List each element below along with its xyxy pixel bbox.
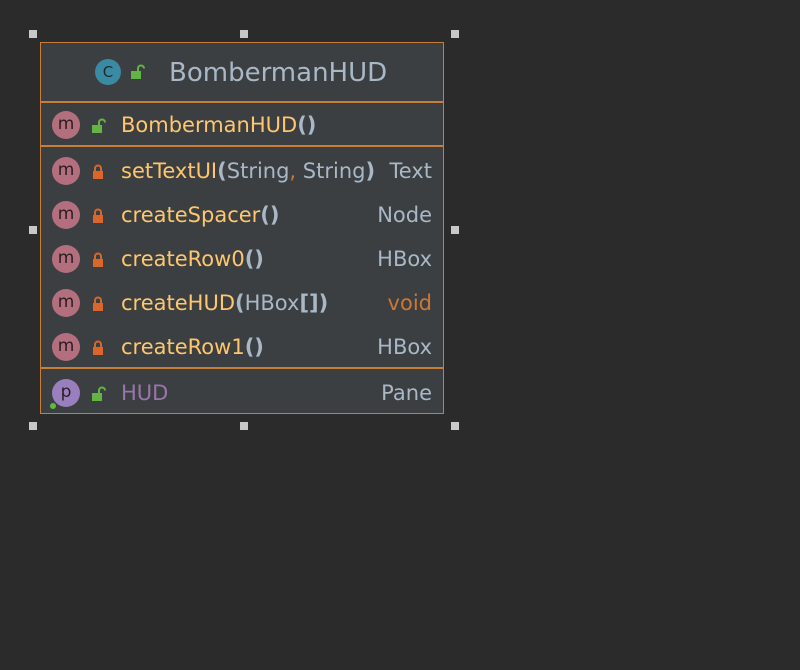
method-name: createSpacer <box>121 203 261 227</box>
static-marker-icon <box>50 403 56 409</box>
close-paren: ) <box>365 159 376 183</box>
method-icon: m <box>52 157 80 185</box>
field-row[interactable]: p HUD Pane <box>41 371 443 415</box>
method-icon: m <box>52 333 80 361</box>
property-icon: p <box>52 379 80 407</box>
method-icon: m <box>52 245 80 273</box>
locked-icon <box>93 340 103 355</box>
return-type: HBox <box>377 247 432 271</box>
locked-icon <box>93 208 103 223</box>
class-name: BombermanHUD <box>169 58 388 88</box>
return-type: Node <box>377 203 432 227</box>
constructor-name: BombermanHUD() <box>121 112 316 138</box>
method-name: setTextUI <box>121 159 218 183</box>
method-row[interactable]: m createSpacer() Node <box>41 193 443 237</box>
close-paren: ) <box>318 291 329 315</box>
constructor-parens: () <box>297 113 317 137</box>
return-type: Text <box>389 159 432 183</box>
method-icon: m <box>52 201 80 229</box>
method-name: createRow1 <box>121 335 245 359</box>
resize-handle-right[interactable] <box>451 226 459 234</box>
resize-handle-bottom-left[interactable] <box>29 422 37 430</box>
resize-handle-left[interactable] <box>29 226 37 234</box>
method-row[interactable]: m createHUD(HBox[]) void <box>41 281 443 325</box>
method-signature: createHUD(HBox[]) <box>121 290 328 316</box>
locked-icon <box>93 164 103 179</box>
method-parens: () <box>244 247 264 271</box>
class-header: C BombermanHUD <box>41 43 443 103</box>
constructor-label: BombermanHUD <box>121 113 298 137</box>
field-name: HUD <box>121 381 169 405</box>
uml-class-node[interactable]: C BombermanHUD m BombermanHUD() m setTex… <box>40 42 444 414</box>
method-icon: m <box>52 111 80 139</box>
method-signature: createRow0() <box>121 246 264 272</box>
return-type: HBox <box>377 335 432 359</box>
open-paren: ( <box>235 291 245 315</box>
method-row[interactable]: m createRow1() HBox <box>41 325 443 369</box>
method-row[interactable]: m createRow0() HBox <box>41 237 443 281</box>
resize-handle-top-right[interactable] <box>451 30 459 38</box>
unlocked-icon <box>92 118 106 133</box>
param-type: String <box>296 159 366 183</box>
method-signature: setTextUI(String, String) <box>121 158 375 184</box>
resize-handle-top-left[interactable] <box>29 30 37 38</box>
method-row[interactable]: m setTextUI(String, String) Text <box>41 149 443 193</box>
class-icon: C <box>95 59 121 85</box>
method-parens: () <box>260 203 280 227</box>
param-type: HBox <box>244 291 300 315</box>
method-signature: createRow1() <box>121 334 264 360</box>
resize-handle-top[interactable] <box>240 30 248 38</box>
method-parens: () <box>244 335 264 359</box>
method-signature: createSpacer() <box>121 202 280 228</box>
param-separator: , <box>289 159 297 183</box>
field-type: Pane <box>381 381 432 405</box>
resize-handle-bottom-right[interactable] <box>451 422 459 430</box>
method-name: createHUD <box>121 291 235 315</box>
unlocked-icon <box>92 386 106 401</box>
constructor-row[interactable]: m BombermanHUD() <box>41 103 443 147</box>
resize-handle-bottom[interactable] <box>240 422 248 430</box>
array-brackets: [] <box>299 291 319 315</box>
method-icon: m <box>52 289 80 317</box>
locked-icon <box>93 296 103 311</box>
method-name: createRow0 <box>121 247 245 271</box>
unlocked-icon <box>131 64 145 79</box>
locked-icon <box>93 252 103 267</box>
param-type: String <box>226 159 290 183</box>
return-type: void <box>387 291 432 315</box>
open-paren: ( <box>217 159 227 183</box>
